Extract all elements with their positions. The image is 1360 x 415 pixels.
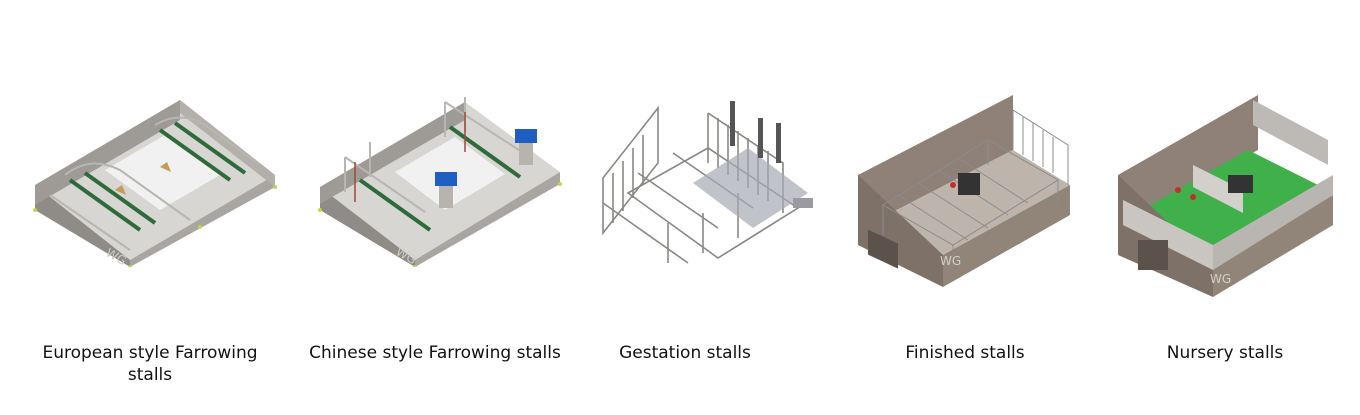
product-european-farrowing[interactable]: WG European style Farrowing stalls: [20, 0, 280, 415]
chinese-farrowing-stall-image[interactable]: WG: [315, 92, 565, 267]
product-nursery[interactable]: WG Nursery stalls: [1110, 0, 1340, 415]
caption-gestation: Gestation stalls: [619, 343, 751, 363]
finished-stall-image[interactable]: WG: [858, 95, 1073, 287]
product-gestation[interactable]: Gestation stalls: [590, 0, 813, 415]
caption-european-farrowing: European style Farrowing stalls: [42, 343, 258, 385]
caption-finished: Finished stalls: [905, 343, 1025, 363]
product-chinese-farrowing[interactable]: WG Chinese style Farrowing stalls: [309, 0, 562, 415]
svg-text:WG: WG: [1210, 272, 1231, 286]
caption-chinese-farrowing: Chinese style Farrowing stalls: [309, 343, 561, 363]
svg-text:WG: WG: [940, 254, 961, 268]
product-finished[interactable]: WG Finished stalls: [850, 0, 1070, 415]
nursery-stall-image[interactable]: WG: [1118, 95, 1340, 297]
european-farrowing-stall-image[interactable]: WG: [30, 95, 280, 267]
caption-nursery: Nursery stalls: [1166, 343, 1284, 363]
gestation-stall-image[interactable]: [598, 93, 823, 268]
